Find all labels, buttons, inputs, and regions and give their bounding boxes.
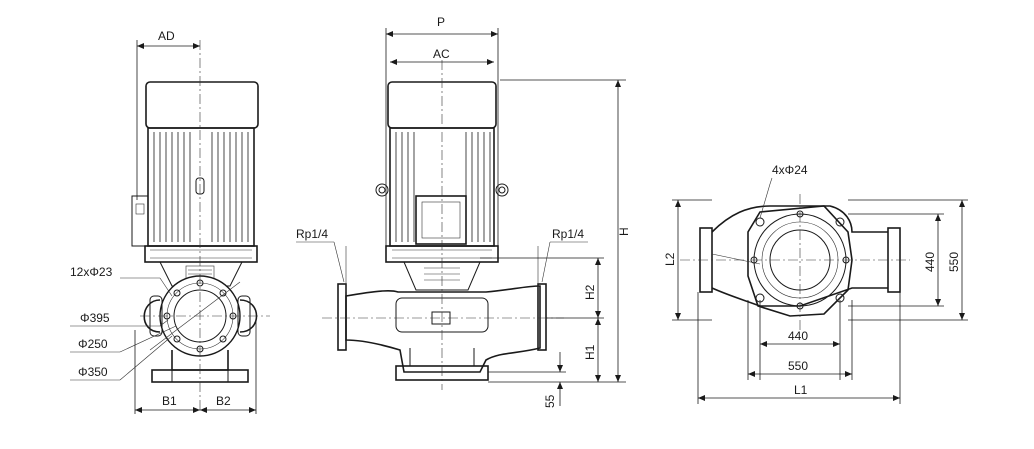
h1-label: H1	[583, 344, 597, 360]
inlet-flange	[337, 283, 347, 351]
motor-cover	[145, 81, 259, 129]
dim-440-h-label: 440	[788, 329, 808, 343]
front-view: P AC H H2 H1 55 Rp1/4 Rp1/4	[296, 15, 631, 408]
l2-label: L2	[663, 252, 677, 266]
dia-350-label: Φ350	[78, 365, 108, 379]
pump-casing-front	[345, 285, 541, 373]
dia-250-label: Φ250	[78, 337, 108, 351]
dia-395-label: Φ395	[80, 311, 110, 325]
l1-label: L1	[794, 383, 808, 397]
top-view: L2 4xΦ24 440 550 440 550 L1	[663, 163, 968, 404]
motor-fins	[153, 132, 249, 242]
bolts-flange-label: 12xΦ23	[70, 265, 113, 279]
dim-55-label: 55	[543, 394, 557, 408]
p-label: P	[437, 15, 445, 29]
dim-440-v-label: 440	[923, 252, 937, 272]
h-label: H	[617, 227, 631, 236]
motor-flange	[144, 245, 258, 263]
rp-left-label: Rp1/4	[296, 227, 328, 241]
ad-label: AD	[158, 29, 175, 43]
terminal-box	[131, 195, 149, 247]
rp-right-label: Rp1/4	[552, 227, 584, 241]
outlet-flange	[537, 283, 547, 351]
terminal-box-front	[415, 195, 467, 245]
ac-label: AC	[433, 47, 450, 61]
motor-body	[147, 127, 255, 247]
b2-label: B2	[216, 394, 231, 408]
h2-label: H2	[583, 284, 597, 300]
side-view: AD B1 B2 12xΦ23 Φ395 Φ250 Φ350	[70, 29, 270, 414]
dim-550-h-label: 550	[788, 359, 808, 373]
dim-550-v-label: 550	[947, 252, 961, 272]
bolts-base-label: 4xΦ24	[772, 163, 808, 177]
b1-label: B1	[162, 394, 177, 408]
